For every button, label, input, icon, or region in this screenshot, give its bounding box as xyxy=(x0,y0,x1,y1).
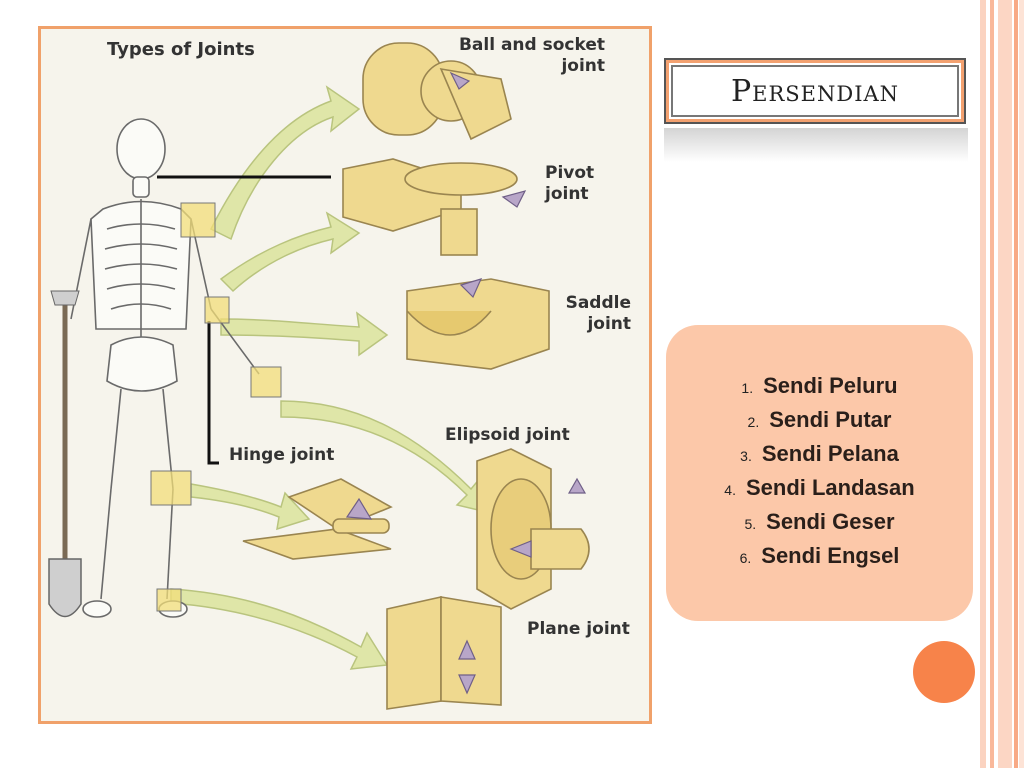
joint-models xyxy=(242,42,590,710)
decor-circle xyxy=(913,641,975,703)
list-item: 3. Sendi Pelana xyxy=(666,441,973,475)
list-item-number: 6. xyxy=(739,550,752,566)
arrow-to-elipsoid xyxy=(280,400,493,515)
figure-title: Types of Joints xyxy=(107,39,255,60)
decor-stripe-4 xyxy=(1014,0,1018,768)
arrow-to-ball xyxy=(209,85,361,241)
motion-arrows xyxy=(345,71,587,695)
title-shadow xyxy=(664,128,968,162)
list-item: 1. Sendi Peluru xyxy=(666,373,973,407)
list-item: 2. Sendi Putar xyxy=(666,407,973,441)
slide-title-box: Persendian xyxy=(664,58,966,124)
decor-stripe-3 xyxy=(998,0,1012,768)
decor-stripe-1 xyxy=(980,0,986,768)
label-saddle-line2: joint xyxy=(587,314,631,334)
shovel xyxy=(48,290,82,618)
list-item-number: 2. xyxy=(747,414,760,430)
label-ball-socket-line2: joint xyxy=(561,56,605,76)
label-plane: Plane joint xyxy=(527,619,630,639)
joint-highlights xyxy=(150,202,282,612)
label-saddle-line1: Saddle xyxy=(565,293,631,313)
list-item-number: 5. xyxy=(744,516,757,532)
label-ball-socket: Ball and socket joint xyxy=(455,35,605,77)
list-item-number: 4. xyxy=(724,482,736,498)
list-item: 6. Sendi Engsel xyxy=(666,543,973,577)
skeleton xyxy=(70,118,260,618)
label-saddle: Saddle joint xyxy=(561,293,631,335)
list-item: 5. Sendi Geser xyxy=(666,509,973,543)
list-item-label: Sendi Engsel xyxy=(761,543,900,568)
list-item-label: Sendi Geser xyxy=(766,509,895,534)
label-pivot-line1: Pivot xyxy=(545,163,595,183)
list-item-label: Sendi Putar xyxy=(769,407,892,432)
list-item-label: Sendi Pelana xyxy=(761,441,899,466)
hinge-bracket xyxy=(207,321,219,465)
arrow-to-pivot xyxy=(219,211,361,293)
list-item-number: 1. xyxy=(741,380,754,396)
elipsoid-model xyxy=(476,448,590,610)
arrow-to-plane xyxy=(170,588,389,670)
label-ball-socket-line1: Ball and socket xyxy=(458,35,605,55)
list-item: 4. Sendi Landasan xyxy=(666,475,973,509)
label-pivot-line2: joint xyxy=(545,184,589,204)
list-item-label: Sendi Peluru xyxy=(763,373,898,398)
pivot-model xyxy=(342,158,518,256)
joint-list: 1. Sendi Peluru 2. Sendi Putar 3. Sendi Pel… xyxy=(666,373,973,577)
joint-list-box: 1. Sendi Peluru 2. Sendi Putar 3. Sendi Pel… xyxy=(666,325,973,621)
label-pivot: Pivot joint xyxy=(545,163,594,205)
arrows xyxy=(170,85,493,670)
decor-stripe-2 xyxy=(990,0,994,768)
joints-figure: Types of Joints Ball and socket joint Pi… xyxy=(38,26,652,724)
joints-illustration xyxy=(48,42,590,710)
label-elipsoid: Elipsoid joint xyxy=(445,425,570,445)
arrow-to-saddle xyxy=(220,311,389,357)
saddle-model xyxy=(406,278,550,370)
list-item-label: Sendi Landasan xyxy=(745,475,915,500)
slide-title: Persendian xyxy=(730,73,900,109)
list-item-number: 3. xyxy=(740,448,752,464)
arrow-to-hinge xyxy=(190,483,311,531)
slide-title-frame: Persendian xyxy=(671,65,959,117)
label-hinge: Hinge joint xyxy=(229,445,335,465)
plane-model xyxy=(386,596,502,710)
decor-stripe-5 xyxy=(1019,0,1024,768)
